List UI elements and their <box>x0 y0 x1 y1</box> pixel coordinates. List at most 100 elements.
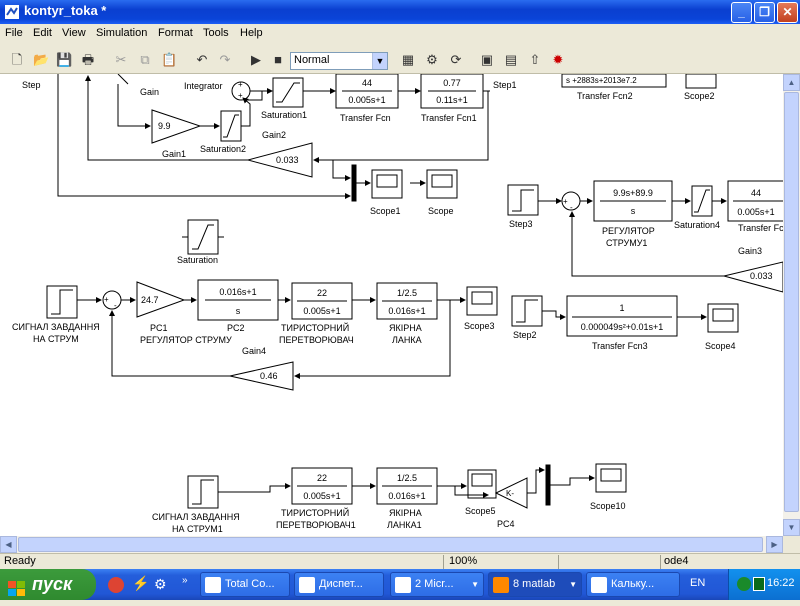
explorer-icon[interactable]: ▤ <box>504 52 518 67</box>
block-thyristor[interactable] <box>291 282 353 320</box>
block-step3[interactable] <box>507 184 539 216</box>
block-signal-step[interactable] <box>46 285 78 319</box>
block-step1-label: Step1 <box>493 80 517 90</box>
tray-app-icon[interactable] <box>737 577 751 591</box>
vertical-scroll-thumb[interactable] <box>784 92 799 512</box>
block-gain4[interactable] <box>229 361 294 391</box>
chevron-down-icon[interactable]: ▼ <box>372 53 387 69</box>
menu-format[interactable]: Format <box>158 27 193 39</box>
language-indicator[interactable]: EN <box>690 577 706 589</box>
sum-sign: + <box>104 295 109 304</box>
model-canvas[interactable]: Step Gain Integrator + + Saturation1 44 … <box>0 74 783 536</box>
refresh-icon[interactable]: ⟳ <box>450 52 462 67</box>
block-scope1[interactable] <box>371 169 403 199</box>
parent-icon[interactable]: ⇧ <box>529 52 541 67</box>
sim-mode-select[interactable]: Normal ▼ <box>290 52 388 70</box>
status-solver: ode4 <box>664 555 689 567</box>
block-scope5[interactable] <box>467 469 497 499</box>
block-thyristor-label: ТИРИСТОРНИЙ <box>281 322 349 333</box>
menu-edit[interactable]: Edit <box>33 27 52 39</box>
scroll-down-icon[interactable]: ▼ <box>783 519 800 536</box>
block-gain4-label: Gain4 <box>242 346 266 356</box>
new-icon[interactable]: 🗋 <box>11 52 23 67</box>
minimize-button[interactable]: _ <box>731 2 752 23</box>
tf3-den: 0.000049s²+0.01s+1 <box>581 322 664 332</box>
horizontal-scroll-thumb[interactable] <box>18 537 763 552</box>
taskbar-item-matlab[interactable]: 8 matlab▼ <box>488 572 582 597</box>
menu-tools[interactable]: Tools <box>203 27 229 39</box>
block-anchor[interactable] <box>376 282 438 320</box>
build-icon[interactable]: ▦ <box>401 52 415 67</box>
block-scope4[interactable] <box>707 303 739 333</box>
winamp-icon[interactable]: ⚡ <box>132 575 150 591</box>
save-icon[interactable]: 💾 <box>56 52 73 67</box>
pi-den: s <box>631 206 636 216</box>
quicklaunch-more-icon[interactable]: » <box>182 575 188 586</box>
block-pc4-label: PC4 <box>497 519 515 529</box>
mux-block-2[interactable] <box>545 464 551 506</box>
menu-view[interactable]: View <box>62 27 86 39</box>
wire <box>117 74 129 85</box>
taskbar-item-word[interactable]: 2 Micr...▼ <box>390 572 484 597</box>
menu-simulation[interactable]: Simulation <box>96 27 148 39</box>
block-gain-feedback[interactable] <box>246 142 313 178</box>
block-saturation4-label: Saturation4 <box>674 220 720 230</box>
block-scope[interactable] <box>426 169 458 199</box>
scroll-right-icon[interactable]: ▶ <box>766 536 783 553</box>
start-button[interactable]: пуск <box>0 569 96 600</box>
menu-file[interactable]: File <box>5 27 23 39</box>
tray-monitor-icon[interactable] <box>753 577 765 591</box>
taskbar-item-calculator[interactable]: Кальку... <box>586 572 680 597</box>
block-transfer-fcn3[interactable] <box>566 295 678 337</box>
clock[interactable]: 16:22 <box>767 577 795 589</box>
block-saturation1[interactable] <box>272 77 304 108</box>
menu-help[interactable]: Help <box>240 27 263 39</box>
mux-block[interactable] <box>351 164 357 202</box>
restore-button[interactable]: ❐ <box>754 2 775 23</box>
scroll-left-icon[interactable]: ◀ <box>0 536 17 553</box>
block-gain3[interactable] <box>723 261 783 293</box>
gain3-value: 0.033 <box>750 271 773 281</box>
block-scope10[interactable] <box>595 463 627 493</box>
taskbar-item-total-commander[interactable]: Total Co... <box>200 572 290 597</box>
paste-icon[interactable]: 📋 <box>161 52 178 67</box>
tf2-den: s +2883s+2013e7.2 <box>566 76 637 85</box>
cut-icon[interactable]: ✂ <box>115 52 127 67</box>
block-thyristor1-label: ТИРИСТОРНИЙ <box>281 507 349 518</box>
block-scope3[interactable] <box>466 286 498 316</box>
block-signal-step1[interactable] <box>187 475 219 509</box>
redo-icon[interactable]: ↷ <box>219 52 231 67</box>
vertical-scrollbar[interactable]: ▲ ▼ <box>783 74 800 536</box>
taskbar-item-dispatcher[interactable]: Диспет... <box>294 572 384 597</box>
block-scope2-label: Scope2 <box>684 91 715 101</box>
block-transfer-fcn2[interactable] <box>561 74 667 88</box>
block-transfer-fcn-label: Transfer Fcn <box>340 113 391 123</box>
scroll-up-icon[interactable]: ▲ <box>783 74 800 91</box>
block-pc1[interactable] <box>136 281 186 318</box>
pc2-den: s <box>236 306 241 316</box>
print-icon[interactable]: 🖶 <box>81 52 95 67</box>
debug-icon[interactable]: ✹ <box>552 52 564 67</box>
status-zoom: 100% <box>449 555 478 567</box>
calculator-icon <box>591 577 607 593</box>
gain-feedback-value: 0.033 <box>276 155 299 165</box>
close-button[interactable]: ✕ <box>777 2 798 23</box>
update-icon[interactable]: ⚙ <box>426 52 438 67</box>
quicklaunch-icon[interactable]: ⚙ <box>154 576 167 592</box>
tf1-den: 0.11s+1 <box>436 95 468 105</box>
browser-icon[interactable] <box>108 577 124 593</box>
stop-icon[interactable]: ■ <box>274 52 282 67</box>
run-icon[interactable]: ▶ <box>251 52 261 67</box>
block-gain1[interactable] <box>151 109 202 144</box>
open-icon[interactable]: 📂 <box>33 52 50 67</box>
undo-icon[interactable]: ↶ <box>196 52 208 67</box>
block-signal-label: СИГНАЛ ЗАВДАННЯ <box>12 322 100 332</box>
chevron-down-icon: ▼ <box>471 580 479 589</box>
copy-icon[interactable]: ⧉ <box>140 52 150 67</box>
horizontal-scrollbar[interactable]: ◀ ▶ <box>0 536 783 553</box>
block-transfer-fcn-right[interactable] <box>727 180 783 222</box>
block-pi-regulator-label: СТРУМУ1 <box>606 238 647 248</box>
sum-sign: + <box>238 80 243 89</box>
block-scope2[interactable] <box>685 74 717 89</box>
library-icon[interactable]: ▣ <box>480 52 494 67</box>
